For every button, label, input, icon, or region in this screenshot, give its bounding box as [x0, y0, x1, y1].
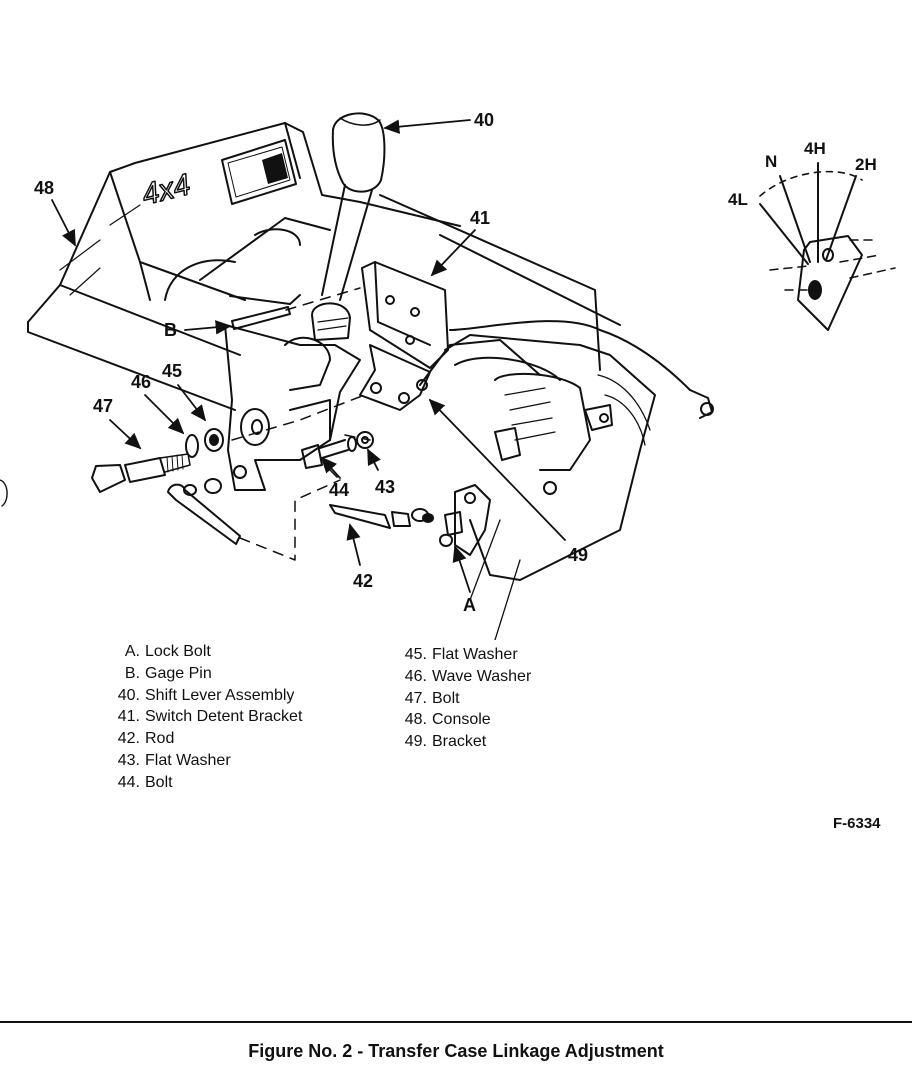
position-label-2h: 2H	[855, 155, 877, 174]
legend-key: 44.	[117, 773, 140, 791]
figure-caption: Figure No. 2 - Transfer Case Linkage Adj…	[248, 1041, 664, 1061]
callout-42: 42	[353, 571, 374, 591]
gage-pin	[231, 306, 291, 330]
shift-pattern-inset	[759, 162, 896, 331]
legend-item: 49. Bracket	[397, 731, 531, 753]
legend-key: 49.	[404, 733, 427, 751]
legend-item: 40. Shift Lever Assembly	[112, 685, 302, 707]
legend-key: B.	[124, 664, 140, 682]
callout-41: 41	[470, 208, 491, 228]
legend-item: 41. Switch Detent Bracket	[112, 706, 303, 728]
linkage-exploded-diagram: 4x4	[0, 112, 896, 640]
legend-label: Bracket	[432, 733, 487, 751]
legend-item: 47. Bolt	[397, 688, 531, 710]
legend-item: 48. Console	[397, 709, 531, 731]
legend-item: 44. Bolt	[112, 772, 302, 794]
leader-lines	[51, 119, 566, 593]
caption-divider	[0, 1021, 912, 1023]
figure-code: F-6334	[833, 815, 881, 832]
callout-46: 46	[131, 372, 152, 392]
legend-key: 43.	[117, 751, 140, 769]
legend-right: 45. Flat Washer 46. Wave Washer 47. Bolt 48…	[397, 644, 532, 753]
bracket	[439, 484, 491, 556]
svg-text:4x4: 4x4	[139, 168, 194, 212]
callout-48: 48	[34, 178, 55, 198]
callout-43: 43	[375, 477, 396, 497]
callout-40: 40	[474, 110, 495, 130]
legend-key: 45.	[404, 646, 427, 663]
legend-item: 46. Wave Washer	[397, 666, 532, 688]
legend-label: Rod	[145, 730, 175, 748]
position-label-4h: 4H	[804, 139, 826, 158]
callout-47: 47	[93, 396, 114, 416]
legend-key: 46.	[404, 667, 427, 685]
callout-45: 45	[162, 361, 183, 381]
legend-label: Switch Detent Bracket	[145, 708, 303, 726]
legend-label: Lock Bolt	[145, 643, 211, 660]
legend-key: 41.	[117, 708, 140, 726]
scan-mark	[0, 479, 8, 507]
legend-key: A.	[124, 643, 140, 660]
shift-lever-assembly	[224, 112, 386, 491]
bolt-47	[91, 428, 224, 493]
legend-left: A. Lock Bolt B. Gage Pin 40. Shift Lever As…	[112, 641, 303, 794]
legend-item: 42. Rod	[112, 728, 302, 750]
callout-A: A	[463, 595, 476, 615]
legend-item: 45. Flat Washer	[397, 644, 531, 666]
callout-B: B	[164, 320, 177, 340]
legend-label: Gage Pin	[145, 664, 212, 682]
console-outline	[27, 122, 461, 411]
legend-label: Shift Lever Assembly	[145, 686, 295, 704]
legend-item: A. Lock Bolt	[112, 641, 302, 663]
switch-detent-bracket	[359, 261, 449, 411]
console-badge: 4x4	[138, 139, 297, 213]
legend-label: Console	[432, 711, 491, 729]
legend-label: Flat Washer	[432, 646, 518, 663]
legend-key: 48.	[404, 711, 427, 729]
bolt-44	[301, 431, 374, 469]
legend-label: Bolt	[145, 773, 173, 791]
legend-label: Wave Washer	[432, 667, 532, 685]
position-label-4l: 4L	[728, 190, 748, 209]
legend-item: 43. Flat Washer	[112, 750, 302, 772]
callout-49: 49	[568, 545, 589, 565]
legend-label: Bolt	[432, 689, 460, 707]
legend-label: Flat Washer	[145, 751, 231, 769]
position-label-n: N	[765, 152, 778, 171]
rod	[329, 504, 434, 529]
rod-linkage	[167, 465, 247, 545]
legend-item: B. Gage Pin	[112, 663, 302, 685]
legend-key: 40.	[117, 686, 140, 704]
callout-44: 44	[329, 480, 350, 500]
legend-key: 47.	[404, 689, 427, 707]
transfer-case	[379, 194, 714, 640]
legend-key: 42.	[117, 730, 140, 748]
